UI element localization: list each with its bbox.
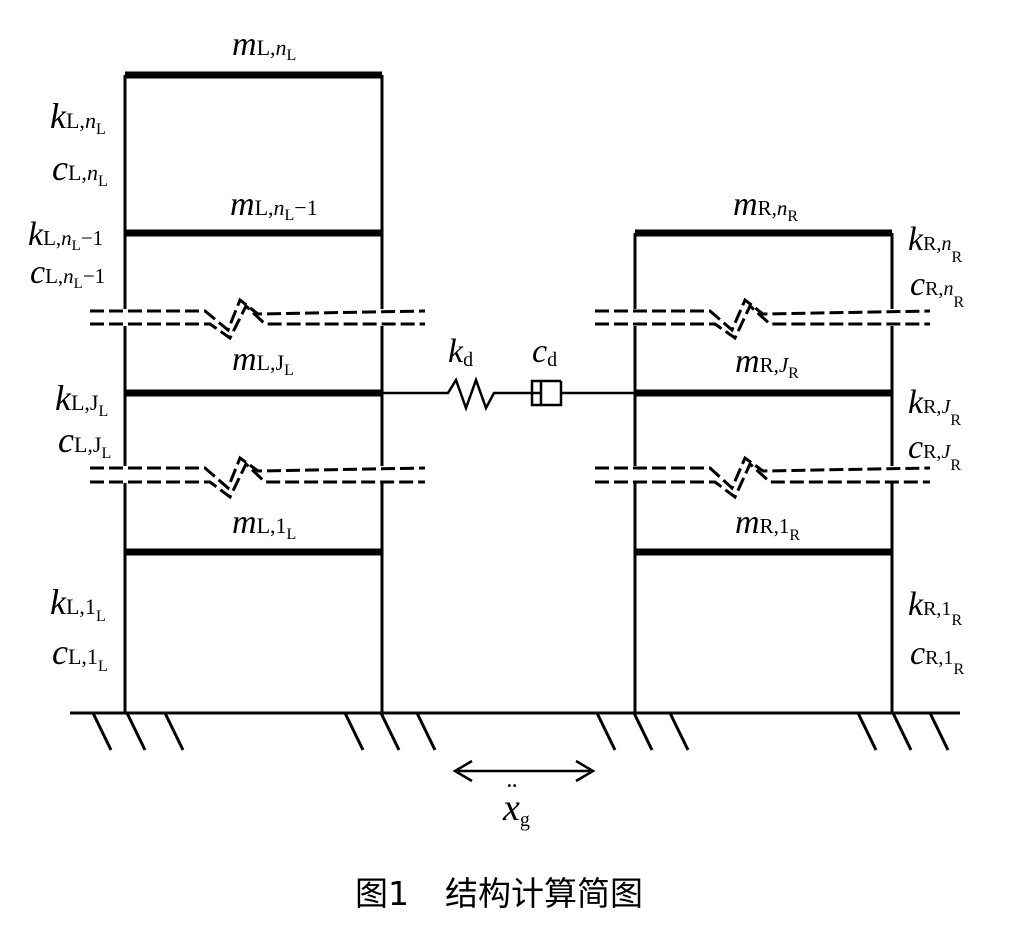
label-m-left-top: mL,nL xyxy=(232,26,296,64)
label-k-left-bottom: kL,1L xyxy=(50,582,106,625)
label-m-right-top: mR,nR xyxy=(733,186,798,225)
break-line-left-lower-a xyxy=(90,455,426,491)
break-line-right-lower-b xyxy=(595,461,930,500)
label-k-left-second: kL,nL−1 xyxy=(28,216,103,254)
label-m-right-middle: mR,JR xyxy=(735,343,799,382)
label-c-left-second: cL,nL−1 xyxy=(30,254,105,292)
break-marks xyxy=(90,297,931,500)
label-xg: xg xyxy=(502,787,530,831)
break-line-right-upper-b xyxy=(595,303,930,341)
label-m-right-bottom: mR,1R xyxy=(735,504,800,544)
arrow-left-head-icon xyxy=(452,759,473,783)
break-line-right-upper-a xyxy=(595,297,931,333)
label-kd: kd xyxy=(448,333,473,371)
break-line-left-upper-a xyxy=(90,297,426,333)
connector xyxy=(382,376,635,412)
label-c-left-middle: cL,JL xyxy=(58,420,111,462)
label-c-right-middle: cR,JR xyxy=(908,429,961,474)
label-k-left-top: kL,nL xyxy=(50,96,106,138)
label-k-right-top: kR,nR xyxy=(908,221,962,266)
label-m-left-middle: mL,JL xyxy=(232,341,294,379)
label-k-right-bottom: kR,1R xyxy=(908,586,962,629)
break-line-left-lower-b xyxy=(90,461,425,500)
figure-title: 结构计算简图 xyxy=(445,874,643,913)
figure-caption: 图1 结构计算简图 xyxy=(355,874,643,913)
label-c-left-bottom: cL,1L xyxy=(52,632,108,675)
break-line-right-lower-a xyxy=(595,455,931,491)
label-c-right-top: cR,nR xyxy=(910,266,964,311)
label-k-right-middle: kR,JR xyxy=(908,384,961,429)
break-gap xyxy=(95,466,425,483)
break-line-left-upper-b xyxy=(90,303,425,341)
label-c-left-top: cL,nL xyxy=(52,148,108,190)
ground xyxy=(70,711,960,783)
arrow-right-head-icon xyxy=(575,759,596,783)
connector-spring-icon xyxy=(440,376,525,412)
label-c-right-bottom: cR,1R xyxy=(910,635,964,678)
ground-hatch xyxy=(91,712,950,751)
label-m-left-second: mL,nL−1 xyxy=(230,186,318,224)
label-k-left-middle: kL,JL xyxy=(55,378,108,420)
connector-damper-icon xyxy=(525,379,563,407)
figure-number: 图1 xyxy=(355,874,409,913)
label-m-left-bottom: mL,1L xyxy=(232,504,296,543)
label-cd: cd xyxy=(532,333,557,371)
label-xg-accent: ¨ xyxy=(507,777,517,810)
left-building xyxy=(123,71,384,713)
